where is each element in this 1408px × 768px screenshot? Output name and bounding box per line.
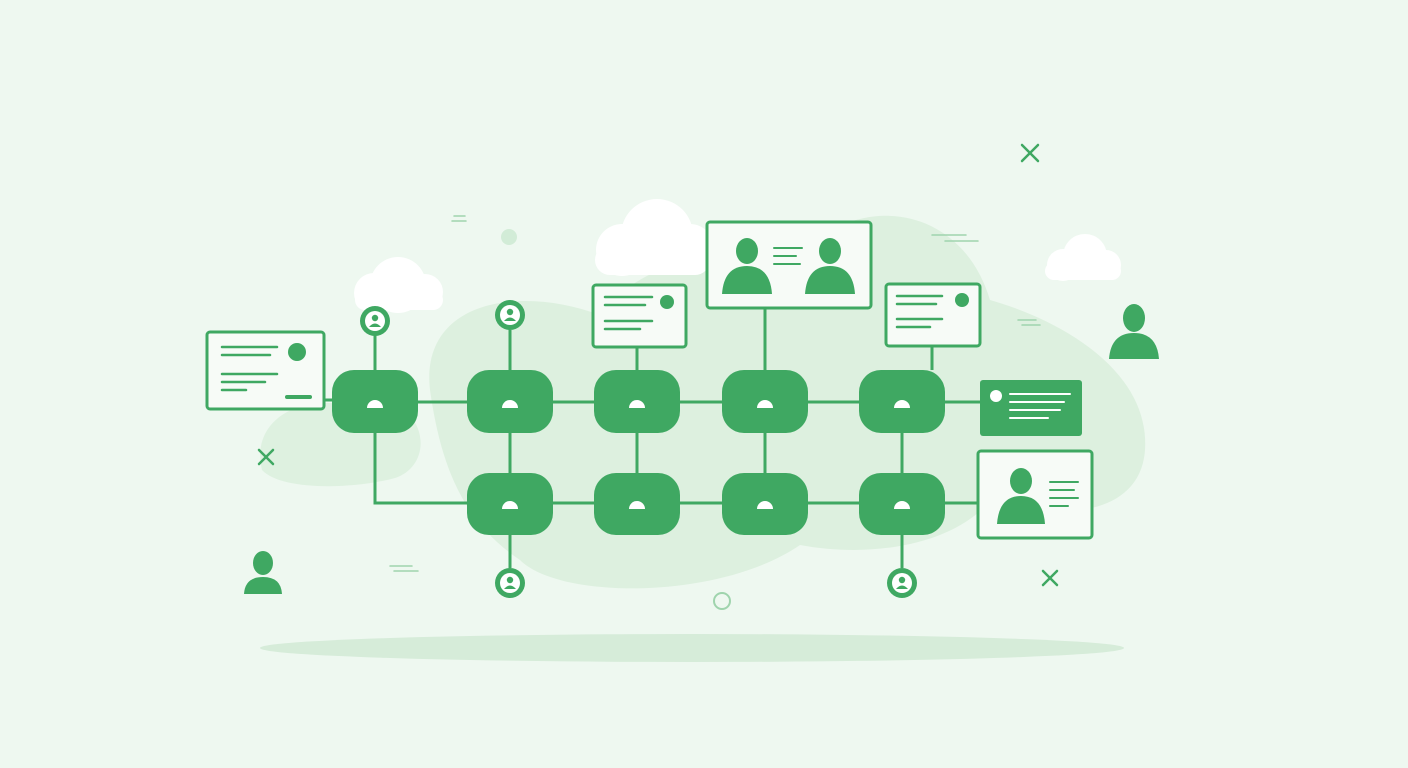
user-avatar-icon	[887, 568, 917, 598]
cloud-icon	[595, 199, 714, 276]
info-card-left	[205, 330, 326, 411]
person-icon	[722, 238, 772, 294]
person-icon	[1109, 304, 1159, 359]
network-node	[467, 473, 553, 535]
semicircle-icon	[757, 501, 773, 509]
cloud-icon	[354, 257, 443, 313]
ground-shadow	[260, 634, 1124, 662]
clouds	[354, 199, 1121, 313]
standalone-people	[244, 304, 1159, 594]
person-icon	[805, 238, 855, 294]
info-cards	[205, 220, 1094, 540]
contact-card-one-person	[976, 449, 1094, 540]
contact-card-two-people	[705, 220, 873, 310]
semicircle-icon	[502, 400, 518, 408]
person-icon	[244, 551, 282, 594]
cloud-icon	[1045, 234, 1121, 281]
semicircle-icon	[367, 400, 383, 408]
semicircle-icon	[502, 501, 518, 509]
semicircle-icon	[894, 400, 910, 408]
close-icon	[1020, 143, 1040, 163]
semicircle-icon	[757, 400, 773, 408]
network-nodes	[332, 370, 945, 535]
info-card-small-b	[884, 282, 982, 348]
semicircle-icon	[629, 400, 645, 408]
semicircle-icon	[629, 501, 645, 509]
user-avatar-icon	[360, 306, 390, 336]
close-icon	[257, 448, 275, 466]
avatar-badges	[360, 300, 917, 598]
dot-decoration	[501, 229, 517, 245]
network-node	[859, 473, 945, 535]
person-icon	[997, 468, 1045, 524]
info-card-small-a	[591, 283, 688, 349]
network-node	[467, 370, 553, 433]
network-node	[332, 370, 418, 433]
semicircle-icon	[894, 501, 910, 509]
network-node	[722, 370, 808, 433]
dash-decorations	[389, 215, 1041, 572]
user-avatar-icon	[495, 568, 525, 598]
close-icon	[1041, 569, 1059, 587]
network-node	[859, 370, 945, 433]
network-node	[594, 370, 680, 433]
info-card-filled	[980, 380, 1082, 436]
network-node	[594, 473, 680, 535]
circle-icon	[713, 592, 731, 610]
decorations	[257, 143, 1059, 610]
user-avatar-icon	[495, 300, 525, 330]
network-node	[722, 473, 808, 535]
